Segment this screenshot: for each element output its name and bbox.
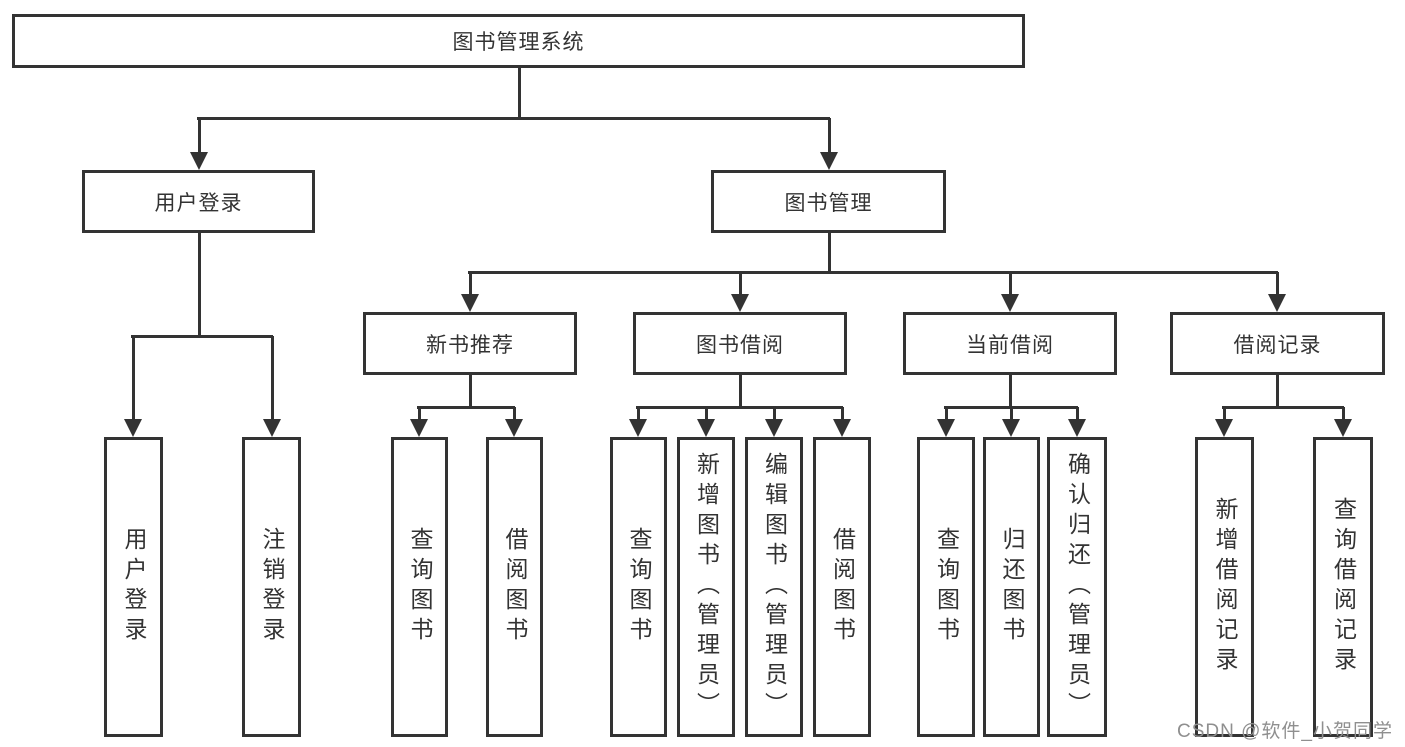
leaf-return-book: 归还图书 [983,437,1040,737]
arrowhead-down-icon [765,419,783,437]
connector-line [1276,375,1279,407]
leaf-label: 借阅图书 [502,527,528,647]
arrowhead-down-icon [124,419,142,437]
leaf-label: 确认归还（管理员） [1064,452,1091,722]
node-root-label: 图书管理系统 [452,31,585,54]
connector-line [841,407,844,422]
leaf-logout: 注销登录 [242,437,301,737]
leaf-query-books-borrow: 查询图书 [610,437,667,737]
node-book-borrow: 图书借阅 [633,312,847,375]
arrowhead-down-icon [190,152,208,170]
leaf-label: 查询图书 [626,527,652,647]
arrowhead-down-icon [461,294,479,312]
arrowhead-down-icon [505,419,523,437]
connector-line [468,271,1278,274]
connector-line [636,406,843,409]
connector-line [739,272,742,297]
connector-line [828,233,831,272]
node-label: 用户登录 [154,191,243,215]
leaf-user-login: 用户登录 [104,437,163,737]
arrowhead-down-icon [697,419,715,437]
node-label: 图书管理 [784,191,873,215]
leaf-borrow-books: 借阅图书 [813,437,871,737]
leaf-label: 归还图书 [999,527,1025,647]
leaf-borrow-books-recommend: 借阅图书 [486,437,543,737]
connector-line [944,406,1078,409]
connector-line [739,375,742,407]
connector-line [1342,407,1345,422]
leaf-query-borrow-record: 查询借阅记录 [1313,437,1373,737]
node-book-management: 图书管理 [711,170,946,233]
connector-line [513,407,516,422]
leaf-label: 新增借阅记录 [1212,497,1238,677]
connector-line [198,233,201,336]
leaf-label: 编辑图书（管理员） [761,452,788,722]
arrowhead-down-icon [1215,419,1233,437]
leaf-label: 查询图书 [407,527,433,647]
connector-line [828,118,831,155]
connector-line [132,336,135,422]
arrowhead-down-icon [1268,294,1286,312]
node-borrow-records: 借阅记录 [1170,312,1385,375]
arrowhead-down-icon [263,419,281,437]
connector-line [1009,375,1012,407]
leaf-confirm-return-admin: 确认归还（管理员） [1047,437,1107,737]
connector-line [518,68,521,118]
node-label: 新书推荐 [426,333,514,357]
connector-line [945,407,948,422]
connector-line [1009,272,1012,297]
node-label: 当前借阅 [966,333,1054,357]
connector-line [469,375,472,407]
arrowhead-down-icon [820,152,838,170]
node-root: 图书管理系统 [12,14,1025,68]
arrowhead-down-icon [1334,419,1352,437]
leaf-label: 查询借阅记录 [1330,497,1357,677]
leaf-label: 用户登录 [121,527,147,647]
leaf-query-books-current: 查询图书 [917,437,975,737]
leaf-add-borrow-record: 新增借阅记录 [1195,437,1254,737]
connector-line [418,407,421,422]
leaf-label: 新增图书（管理员） [693,452,720,722]
connector-line [1222,406,1344,409]
node-label: 图书借阅 [696,333,784,357]
arrowhead-down-icon [410,419,428,437]
arrowhead-down-icon [731,294,749,312]
leaf-edit-book-admin: 编辑图书（管理员） [745,437,803,737]
node-user-login: 用户登录 [82,170,315,233]
arrowhead-down-icon [833,419,851,437]
leaf-label: 注销登录 [259,527,285,647]
connector-line [469,272,472,297]
node-current-borrow: 当前借阅 [903,312,1117,375]
connector-line [773,407,776,422]
leaf-label: 借阅图书 [829,527,856,647]
leaf-add-book-admin: 新增图书（管理员） [677,437,735,737]
connector-line [1223,407,1226,422]
connector-line [131,335,273,338]
connector-line [1010,407,1013,422]
connector-line [271,336,274,422]
node-label: 借阅记录 [1233,333,1322,357]
connector-line [198,118,201,155]
arrowhead-down-icon [629,419,647,437]
leaf-label: 查询图书 [933,527,960,647]
csdn-watermark: CSDN @软件_小贺同学 [1177,721,1393,742]
connector-line [197,117,830,120]
connector-line [417,406,515,409]
arrowhead-down-icon [1001,294,1019,312]
connector-line [705,407,708,422]
leaf-query-books-recommend: 查询图书 [391,437,448,737]
node-new-book-recommend: 新书推荐 [363,312,577,375]
arrowhead-down-icon [937,419,955,437]
connector-line [637,407,640,422]
connector-line [1276,272,1279,297]
arrowhead-down-icon [1068,419,1086,437]
connector-line [1076,407,1079,422]
arrowhead-down-icon [1002,419,1020,437]
